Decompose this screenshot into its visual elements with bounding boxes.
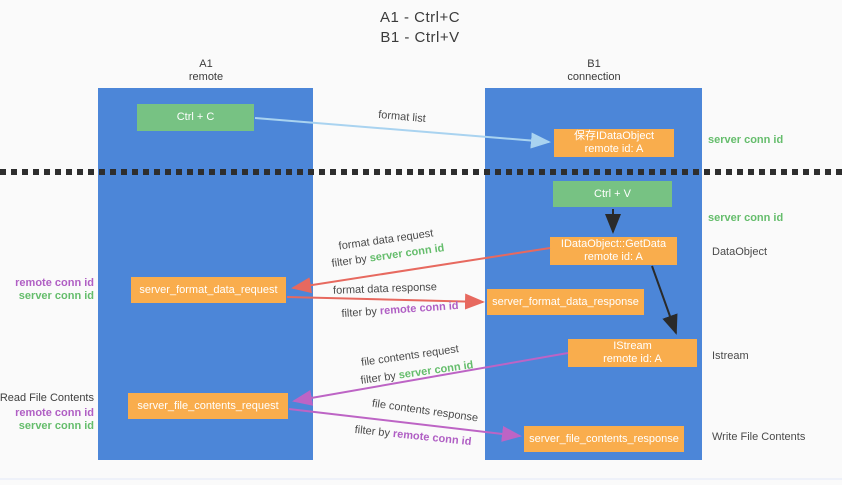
remote-conn-id-text: remote conn id: [392, 427, 472, 449]
format-response-label: server_format_data_response: [492, 295, 639, 308]
filter-by-text: filter by: [341, 305, 378, 321]
lane-b1-name: B1: [587, 58, 601, 70]
window-bottom-border: [0, 478, 842, 480]
istream-line-1: IStream: [613, 340, 652, 352]
server-conn-id-text: server conn id: [397, 359, 475, 382]
remote-conn-id-label: remote conn id: [15, 407, 94, 419]
edge-label-file-contents-response: file contents response: [371, 397, 479, 425]
lane-header-a1: A1 remote: [189, 58, 223, 84]
annotation-left-mid: remote conn id server conn id: [15, 277, 94, 303]
annotation-server-conn-id-top: server conn id: [708, 134, 784, 146]
node-server-format-data-response: server_format_data_response: [487, 289, 644, 315]
node-istream: IStream remote id: A: [568, 339, 697, 367]
getdata-line-1: IDataObject::GetData: [560, 238, 667, 250]
edge-label-format-data-response: format data response: [332, 281, 438, 297]
node-idataobject-getdata: IDataObject::GetData remote id: A: [550, 237, 677, 265]
annotation-left-bottom: Read File Contents remote conn id server…: [0, 392, 94, 433]
diagram-title: A1 - Ctrl+C B1 - Ctrl+V: [380, 8, 460, 48]
annotation-write-file-contents: Write File Contents: [712, 431, 806, 443]
title-line-2: B1 - Ctrl+V: [380, 29, 460, 46]
lane-a1-subtitle: remote: [188, 71, 224, 83]
node-ctrl-c: Ctrl + C: [137, 104, 254, 131]
server-conn-id-label: server conn id: [18, 420, 94, 432]
save-idataobject-line-2: remote id: A: [584, 143, 644, 155]
file-request-label: server_file_contents_request: [137, 399, 279, 412]
node-server-format-data-request: server_format_data_request: [131, 277, 286, 303]
getdata-line-2: remote id: A: [584, 251, 643, 263]
node-server-file-contents-request: server_file_contents_request: [128, 393, 288, 419]
server-conn-id-label: server conn id: [18, 290, 94, 302]
annotation-server-conn-id-ctrlv: server conn id: [708, 212, 784, 224]
node-server-file-contents-response: server_file_contents_response: [524, 426, 684, 452]
format-request-label: server_format_data_request: [139, 283, 278, 296]
file-response-label: server_file_contents_response: [529, 432, 679, 445]
read-file-contents-label: Read File Contents: [0, 392, 94, 404]
lane-b1-subtitle: connection: [567, 71, 621, 83]
remote-conn-id-text: remote conn id: [379, 299, 459, 318]
edge-label-format-list: format list: [377, 108, 427, 126]
annotation-istream: Istream: [712, 350, 749, 362]
filter-by-text: filter by: [359, 370, 397, 387]
filter-by-text: filter by: [354, 423, 391, 440]
node-save-idataobject: 保存IDataObject remote id: A: [554, 129, 674, 157]
lane-header-b1: B1 connection: [567, 58, 620, 84]
annotation-dataobject: DataObject: [712, 246, 768, 258]
filter-by-text: filter by: [330, 253, 368, 270]
remote-conn-id-label: remote conn id: [15, 277, 94, 289]
node-ctrl-v: Ctrl + V: [553, 181, 672, 207]
ctrl-v-label: Ctrl + V: [594, 187, 631, 200]
istream-line-2: remote id: A: [603, 353, 662, 365]
lane-a1-name: A1: [199, 58, 213, 70]
session-divider-dotted-line: [0, 169, 842, 175]
save-idataobject-line-1: 保存IDataObject: [573, 130, 655, 142]
title-line-1: A1 - Ctrl+C: [379, 9, 461, 26]
ctrl-c-label: Ctrl + C: [176, 111, 215, 123]
